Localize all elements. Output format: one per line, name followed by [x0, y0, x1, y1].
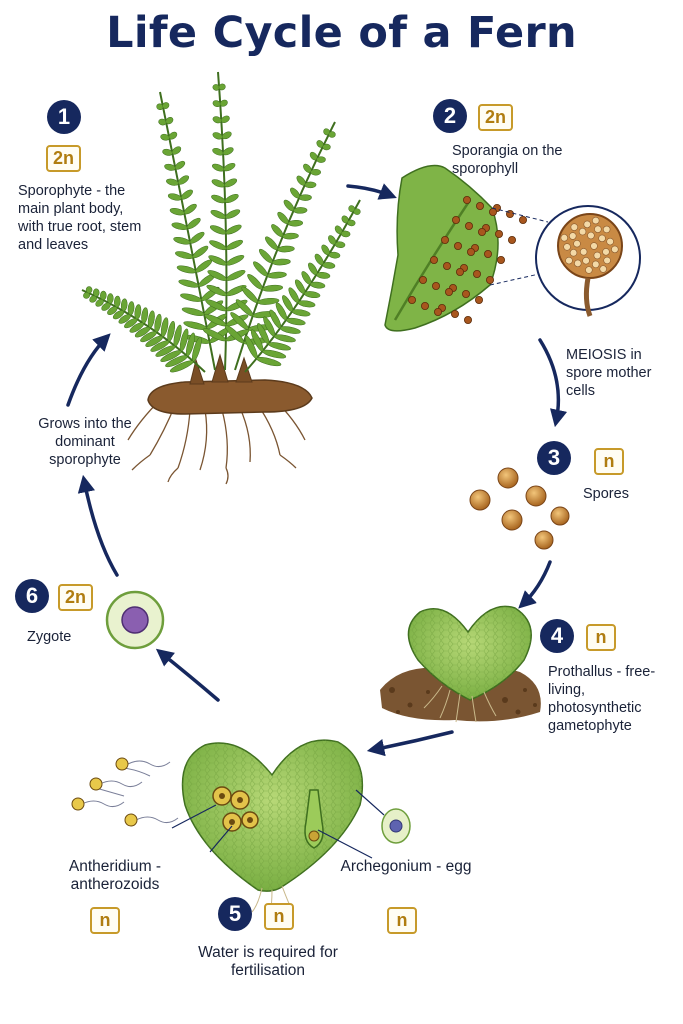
- arrow-3-to-4: [518, 560, 552, 609]
- stage-1-ploidy-badge: 2n: [46, 145, 82, 172]
- zygote-illustration: [105, 590, 165, 650]
- antherozoids: [81, 760, 179, 824]
- stage-2-ploidy-badge: 2n: [478, 104, 514, 131]
- antheridia: [212, 786, 259, 832]
- antheridium-label: Antheridium - antherozoids: [68, 858, 162, 893]
- stage-3-number: 3: [537, 441, 571, 475]
- stage-6-ploidy-badge: 2n: [58, 584, 94, 611]
- archegonium: [304, 789, 324, 849]
- arrow-6-to-1: [77, 474, 119, 577]
- archegonium-ploidy-badge: n: [387, 907, 417, 934]
- arrow-2-to-3: [538, 338, 568, 428]
- stage-5-ploidy-badge: n: [264, 903, 294, 930]
- mature-prothallus-illustration: [71, 739, 411, 915]
- stage-4-ploidy-badge: n: [586, 624, 616, 651]
- stage-2-number: 2: [433, 99, 467, 133]
- antheridium-ploidy-badge: n: [90, 907, 120, 934]
- stage-4-number: 4: [540, 619, 574, 653]
- arrow-5-to-6: [155, 648, 220, 702]
- stage-5-number: 5: [218, 897, 252, 931]
- stage-5-label: Water is required for fertilisation: [198, 944, 338, 979]
- prothallus-illustration: [380, 605, 541, 723]
- stage-1-label: Sporophyte - the main plant body, with t…: [18, 183, 142, 253]
- arrow-1-to-2: [346, 183, 397, 200]
- stage-3-ploidy-badge: n: [594, 448, 624, 475]
- cycle-arrows: [66, 183, 568, 757]
- fern-sporophyte-illustration: [81, 71, 361, 485]
- archegonium-label: Archegonium - egg: [340, 858, 472, 875]
- sporophyll-illustration: [384, 164, 641, 332]
- arrow-growth-to-sporophyte: [66, 333, 111, 407]
- stage-6-number: 6: [15, 579, 49, 613]
- sori-dots: [407, 195, 528, 324]
- stage-4-label: Prothallus - free-living, photosynthetic…: [548, 664, 656, 734]
- page-title: Life Cycle of a Fern: [106, 8, 577, 58]
- stage-3-label: Spores: [583, 486, 629, 502]
- stage-2-label: Sporangia on the sporophyll: [452, 143, 563, 177]
- stage-6-label: Zygote: [27, 629, 72, 645]
- stage-1-number: 1: [47, 100, 81, 134]
- arrow-4-to-5: [366, 730, 454, 757]
- spores-illustration: [469, 467, 570, 550]
- growth-label: Grows into the dominant sporophyte: [38, 416, 132, 468]
- meiosis-label: MEIOSIS in spore mother cells: [566, 347, 652, 399]
